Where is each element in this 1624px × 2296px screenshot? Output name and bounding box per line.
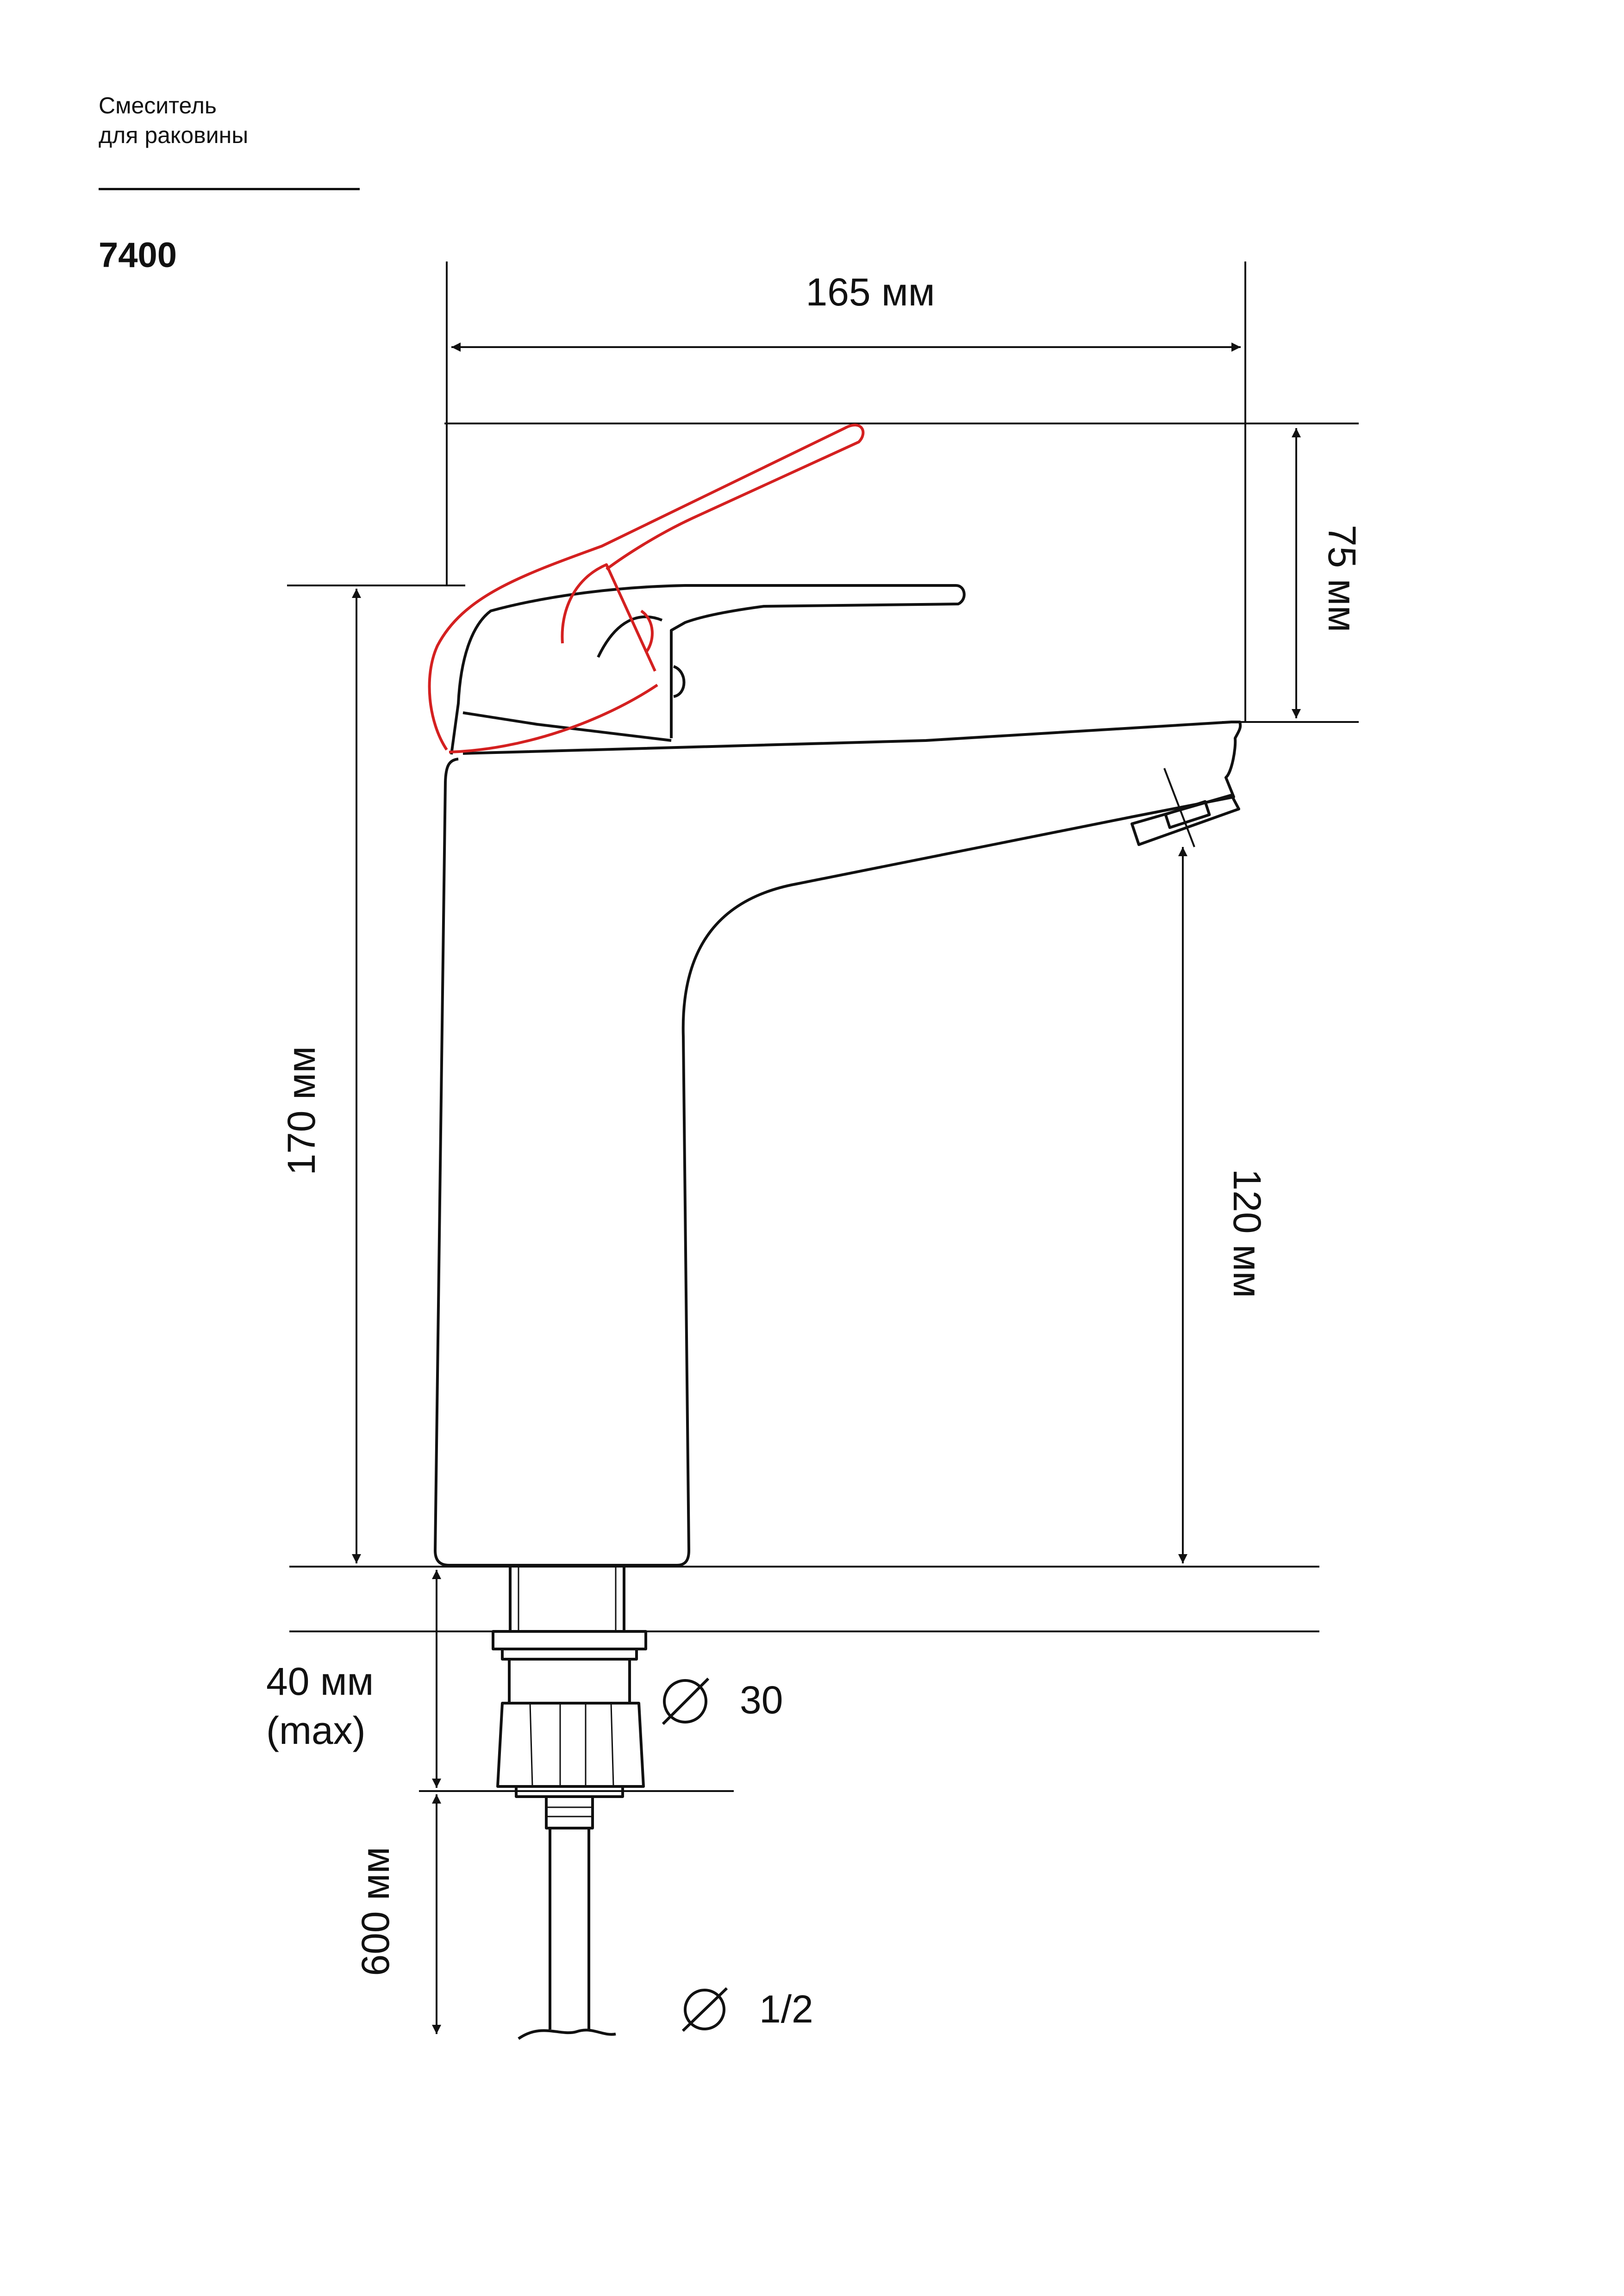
hose-fitting	[545, 1795, 594, 1829]
label-lever-rise: 75 мм	[1320, 525, 1364, 632]
aerator	[1131, 794, 1240, 846]
lever-open-cartridge	[561, 563, 656, 672]
label-spout-height: 120 мм	[1225, 1169, 1269, 1298]
lever-open-pin	[640, 610, 654, 653]
extension-lines	[287, 261, 1359, 1792]
header-divider	[99, 188, 360, 190]
faucet-body	[434, 721, 1242, 1567]
nut-rib-1	[529, 1703, 533, 1787]
label-mount-thickness-note: (max)	[266, 1709, 366, 1752]
mount-plate	[501, 1648, 638, 1661]
dimension-labels: 165 мм 75 мм 170 мм 120 мм 40 мм (max) 6…	[266, 270, 1364, 2031]
lever-closed	[450, 584, 966, 755]
mount-washer	[492, 1630, 647, 1650]
faucet-outline	[434, 584, 1242, 2040]
mount-nut	[496, 1702, 645, 1788]
label-total-height: 170 мм	[280, 1046, 323, 1176]
label-mount-thickness: 40 мм	[266, 1660, 374, 1703]
product-title: Смеситель для раковины	[99, 91, 248, 150]
nut-rib-4	[610, 1703, 614, 1787]
label-width: 165 мм	[806, 270, 935, 314]
label-mount-diameter: 30	[740, 1678, 783, 1722]
lever-pin	[673, 665, 686, 698]
diameter-icon-hose	[681, 1987, 728, 2032]
diameter-icon-mount	[662, 1677, 710, 1725]
aerator-axis	[1163, 768, 1195, 847]
model-number: 7400	[99, 236, 177, 275]
product-title-line1: Смеситель	[99, 93, 217, 118]
lever-hub	[462, 711, 672, 742]
product-title-line2: для раковины	[99, 122, 249, 148]
diameter-symbols	[662, 1677, 728, 2032]
lever-cartridge-arc	[597, 615, 663, 658]
hose-break	[518, 2028, 616, 2040]
lever-open-outline	[428, 423, 865, 751]
lever-open-hub	[449, 684, 658, 753]
label-hose-length: 600 мм	[354, 1847, 397, 1976]
label-hose-diameter: 1/2	[759, 1987, 813, 2031]
lever-open-position	[428, 423, 865, 753]
dimension-lines	[352, 342, 1301, 2034]
mount-stud	[508, 1659, 631, 1705]
aerator-insert	[1164, 800, 1211, 829]
